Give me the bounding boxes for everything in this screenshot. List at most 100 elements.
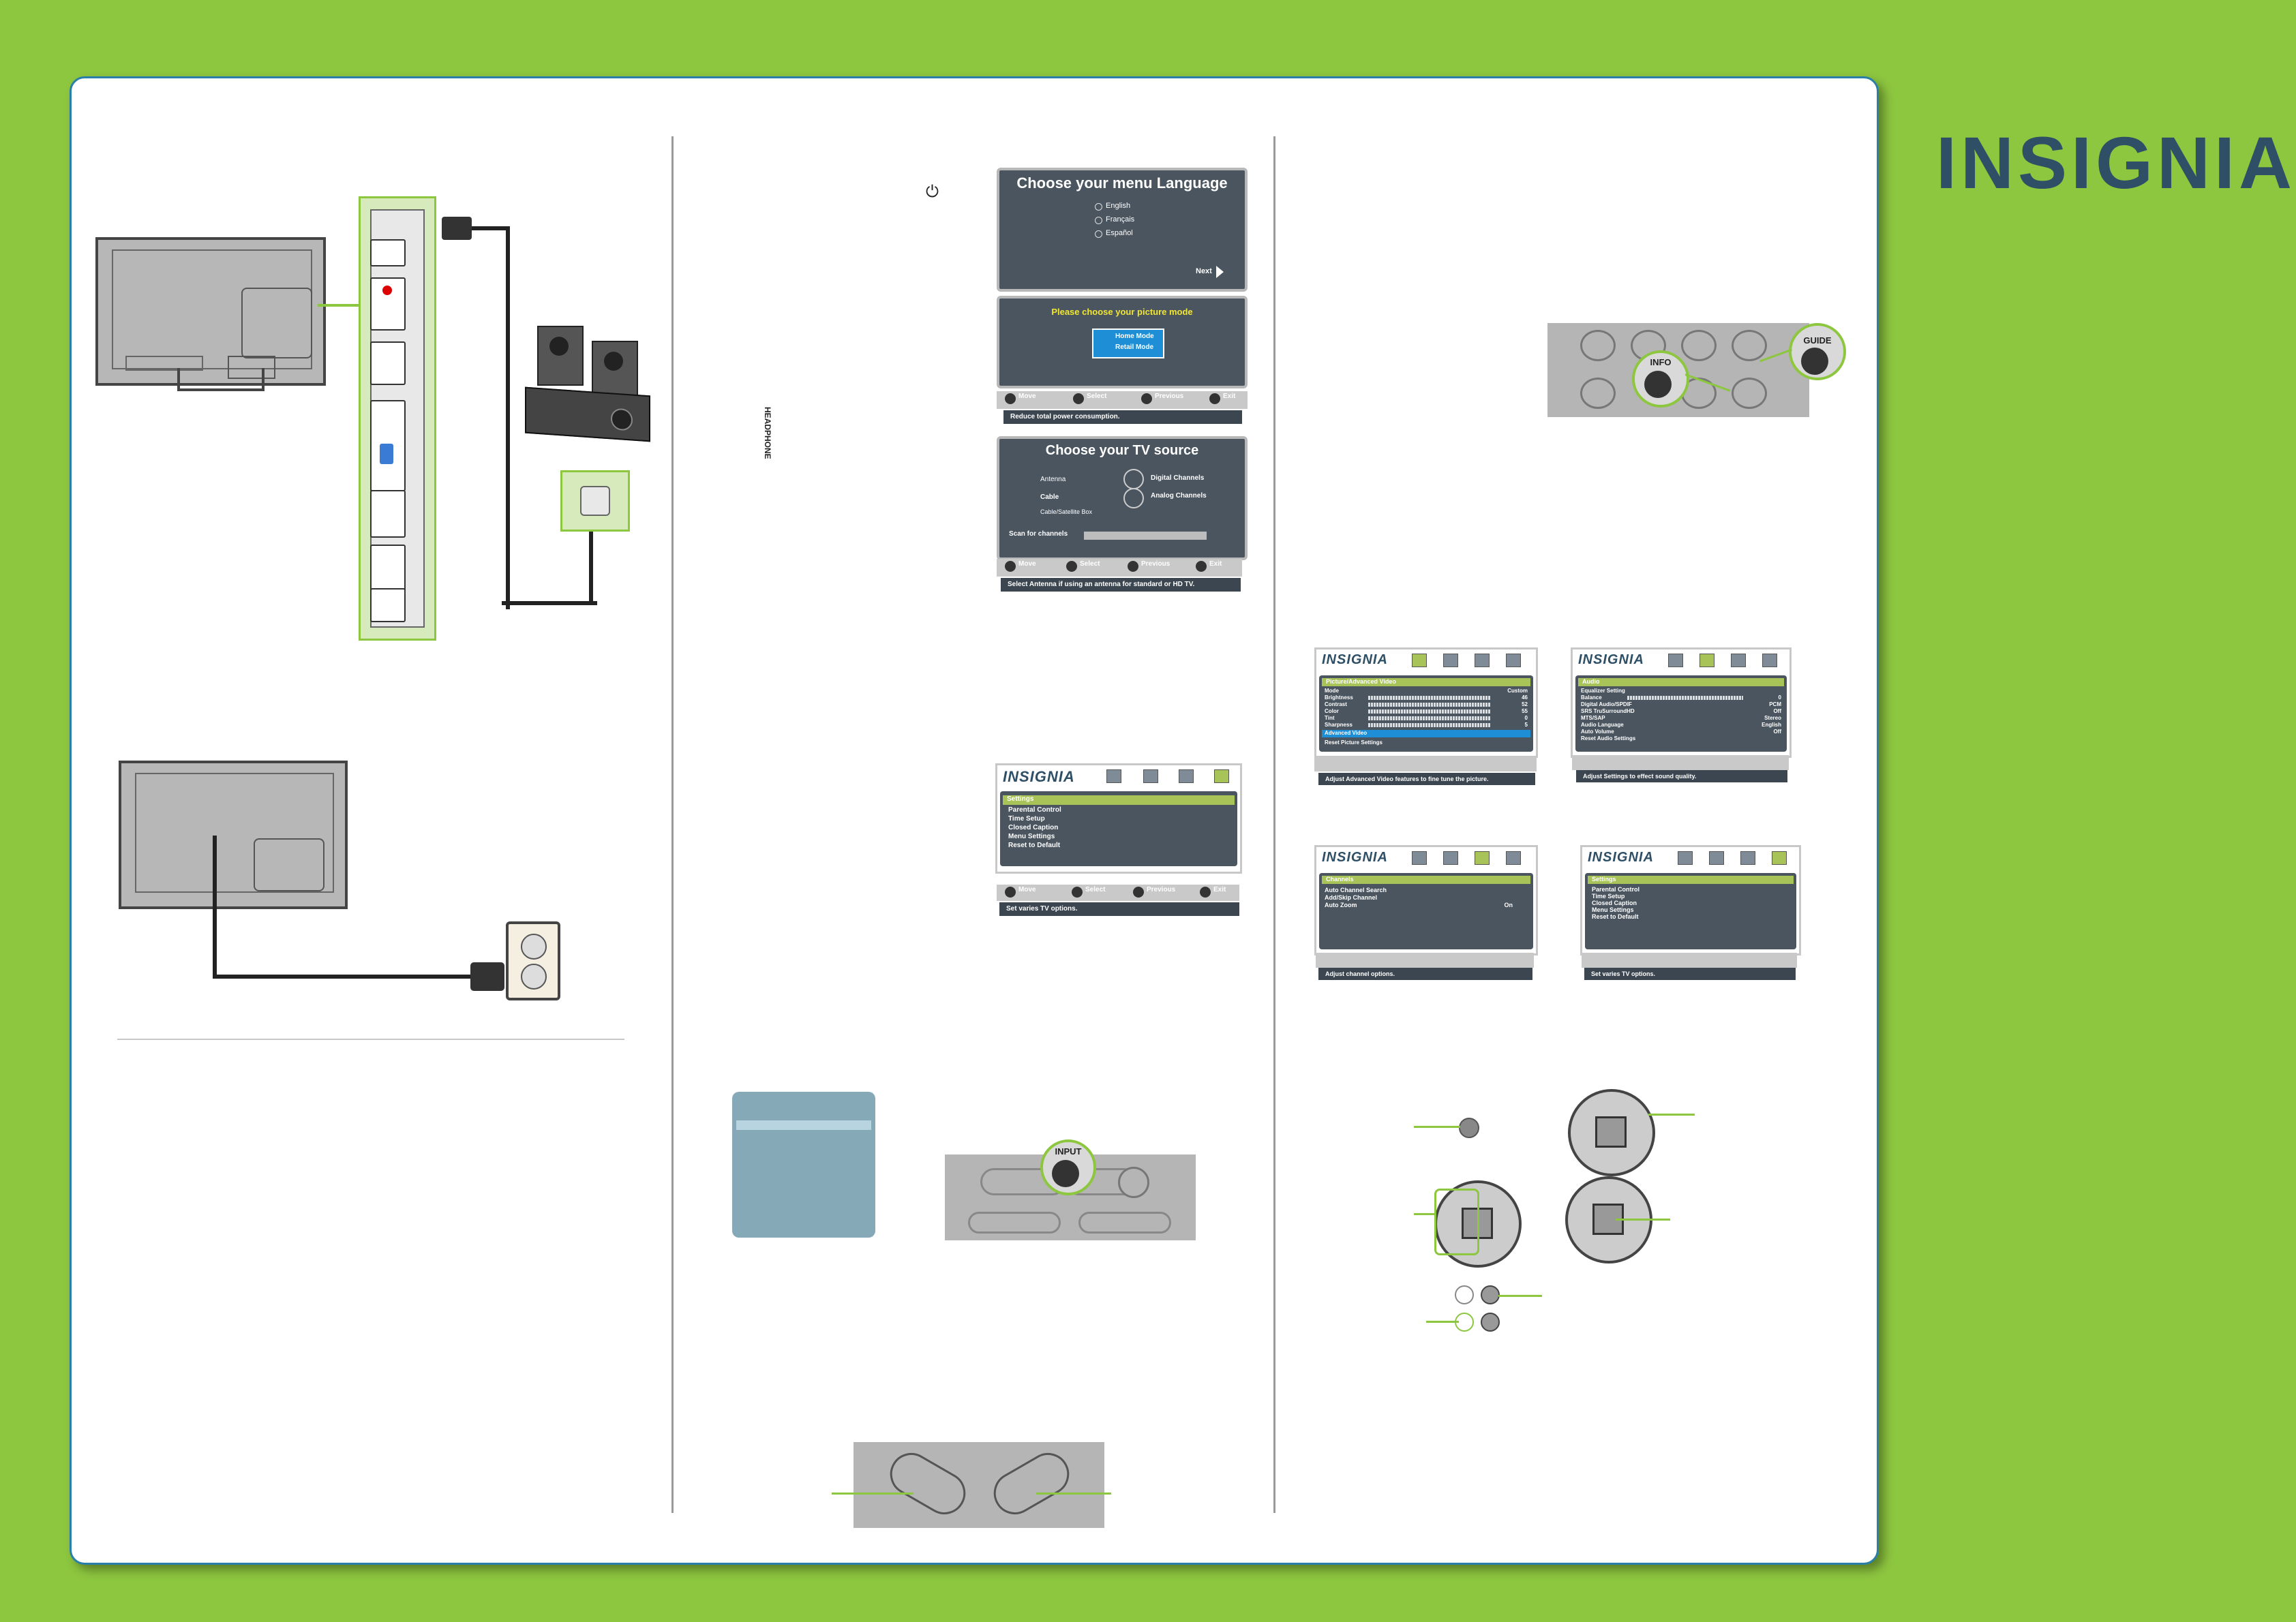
dpad1-callout-line	[1648, 1114, 1695, 1116]
audio-jack-callout	[560, 470, 630, 532]
settings2-navbar	[1582, 953, 1797, 968]
settings-tab-icon[interactable]	[1214, 769, 1229, 783]
settings-menu-screen: INSIGNIA Settings Parental Control Time …	[995, 763, 1242, 874]
remote-vol-ch-area	[854, 1442, 1104, 1528]
channel-rocker[interactable]	[986, 1445, 1077, 1522]
dpad3-callout-line	[1616, 1219, 1670, 1221]
settings-tab-icon[interactable]	[1762, 654, 1777, 667]
am-row-balance[interactable]: Balance	[1581, 694, 1602, 701]
cm-row-addskip[interactable]: Add/Skip Channel	[1325, 894, 1378, 901]
wall-outlet-icon	[506, 921, 560, 1000]
antenna-option[interactable]: Antenna	[1040, 476, 1066, 483]
audio-tab-icon[interactable]	[1143, 769, 1158, 783]
remote-top-right-button[interactable]	[1732, 330, 1767, 361]
picture-mode-screen: Please choose your picture mode Home Mod…	[997, 296, 1248, 388]
next-button[interactable]: Next	[1196, 267, 1212, 275]
pm-reset[interactable]: Reset Picture Settings	[1325, 739, 1383, 746]
ch-callout-line	[1036, 1493, 1111, 1495]
picture-tab-icon[interactable]	[1668, 654, 1683, 667]
language-screen: Choose your menu Language English França…	[997, 168, 1248, 292]
channels-tab-icon[interactable]	[1731, 654, 1746, 667]
cable-option[interactable]: Cable	[1040, 493, 1059, 501]
pm-row-mode[interactable]: Mode	[1325, 688, 1339, 694]
tv-stand	[177, 368, 265, 391]
power-cable	[213, 836, 217, 979]
remote-bottom-right-button[interactable]	[1732, 378, 1767, 409]
channels-menu-screen: INSIGNIA Channels Auto Channel Search Ad…	[1314, 845, 1538, 955]
sm2-row-reset[interactable]: Reset to Default	[1592, 913, 1639, 920]
menu-item-parental[interactable]: Parental Control	[1008, 806, 1061, 814]
callout-line	[318, 304, 359, 307]
channels-tab-icon[interactable]	[1475, 654, 1490, 667]
language-title: Choose your menu Language	[1016, 174, 1228, 192]
radio-english[interactable]	[1095, 203, 1102, 211]
settings-menu2-screen: INSIGNIA Settings Parental Control Time …	[1580, 845, 1801, 955]
am-row-language[interactable]: Audio Language	[1581, 722, 1624, 728]
menu-item-cc[interactable]: Closed Caption	[1008, 824, 1059, 831]
digital-count-icon	[1123, 469, 1144, 489]
vol-callout-line	[832, 1493, 913, 1495]
satellite-option[interactable]: Cable/Satellite Box	[1040, 508, 1093, 515]
pm-row-brightness[interactable]: Brightness	[1325, 694, 1353, 701]
sm2-row-menu[interactable]: Menu Settings	[1592, 906, 1634, 913]
am-row-eq[interactable]: Equalizer Setting	[1581, 688, 1625, 694]
sm2-row-parental[interactable]: Parental Control	[1592, 886, 1640, 893]
column-divider-1	[671, 136, 674, 1513]
picture-menu-navbar	[1314, 756, 1537, 771]
am-row-srs[interactable]: SRS TruSurroundHD	[1581, 708, 1635, 714]
picture-tab-icon[interactable]	[1106, 769, 1121, 783]
am-row-reset[interactable]: Reset Audio Settings	[1581, 735, 1636, 741]
insignia-logo: INSIGNIATM	[1936, 121, 2296, 204]
sm2-row-cc[interactable]: Closed Caption	[1592, 900, 1637, 906]
am-row-auto-volume[interactable]: Auto Volume	[1581, 729, 1614, 735]
audio-tab-icon[interactable]	[1443, 851, 1458, 865]
volume-rocker[interactable]	[882, 1445, 973, 1522]
remote-side-button[interactable]	[1118, 1167, 1149, 1198]
input-button[interactable]	[1052, 1160, 1079, 1187]
cm-row-search[interactable]: Auto Channel Search	[1325, 887, 1387, 893]
radio-french[interactable]	[1095, 217, 1102, 224]
am-row-digital[interactable]: Digital Audio/SPDIF	[1581, 701, 1632, 707]
info-button[interactable]	[1644, 371, 1672, 398]
audio-receiver-icon	[525, 386, 650, 442]
menu-item-reset[interactable]: Reset to Default	[1008, 842, 1061, 849]
port-antenna	[370, 341, 406, 385]
pm-advanced-video[interactable]: Advanced Video	[1322, 730, 1530, 737]
menu-item-time[interactable]: Time Setup	[1008, 815, 1045, 823]
pm-row-tint[interactable]: Tint	[1325, 715, 1335, 721]
scan-progress-bar	[1084, 532, 1207, 540]
menu-item-menu-settings[interactable]: Menu Settings	[1008, 833, 1055, 840]
picture-tab-icon[interactable]	[1412, 654, 1427, 667]
language-option-spanish[interactable]: Español	[1106, 229, 1133, 237]
menu-button-icon	[1459, 1118, 1479, 1138]
home-mode-option[interactable]: Home Mode	[1115, 333, 1154, 340]
picture-mode-title: Please choose your picture mode	[1051, 307, 1193, 317]
guide-key-label: GUIDE	[1803, 335, 1832, 346]
radio-spanish[interactable]	[1095, 230, 1102, 238]
audio-tab-icon[interactable]	[1443, 654, 1458, 667]
settings-tab-icon[interactable]	[1772, 851, 1787, 865]
settings-tab-icon[interactable]	[1506, 851, 1521, 865]
channels-tab-icon[interactable]	[1475, 851, 1490, 865]
retail-mode-option[interactable]: Retail Mode	[1115, 343, 1154, 351]
sm2-row-time[interactable]: Time Setup	[1592, 893, 1625, 900]
port-hdmi2	[370, 545, 406, 592]
pm-row-sharpness[interactable]: Sharpness	[1325, 722, 1353, 728]
pm-row-contrast[interactable]: Contrast	[1325, 701, 1347, 707]
cm-row-autozoom[interactable]: Auto Zoom	[1325, 902, 1357, 908]
am-row-mts[interactable]: MTS/SAP	[1581, 715, 1605, 721]
audio-tab-icon[interactable]	[1700, 654, 1715, 667]
language-option-english[interactable]: English	[1106, 202, 1131, 210]
audio-tab-icon[interactable]	[1709, 851, 1724, 865]
channels-tab-icon[interactable]	[1179, 769, 1194, 783]
picture-tab-icon[interactable]	[1412, 851, 1427, 865]
channels-tab-icon[interactable]	[1740, 851, 1755, 865]
picture-tab-icon[interactable]	[1678, 851, 1693, 865]
pm-val-mode: Custom	[1507, 688, 1528, 694]
menu-item-settings[interactable]: Settings	[1003, 795, 1235, 805]
language-option-french[interactable]: Français	[1106, 215, 1135, 224]
menu-brand: INSIGNIA	[1003, 768, 1075, 785]
pm-row-color[interactable]: Color	[1325, 708, 1339, 714]
settings-tab-icon[interactable]	[1506, 654, 1521, 667]
guide-button[interactable]	[1801, 348, 1828, 375]
